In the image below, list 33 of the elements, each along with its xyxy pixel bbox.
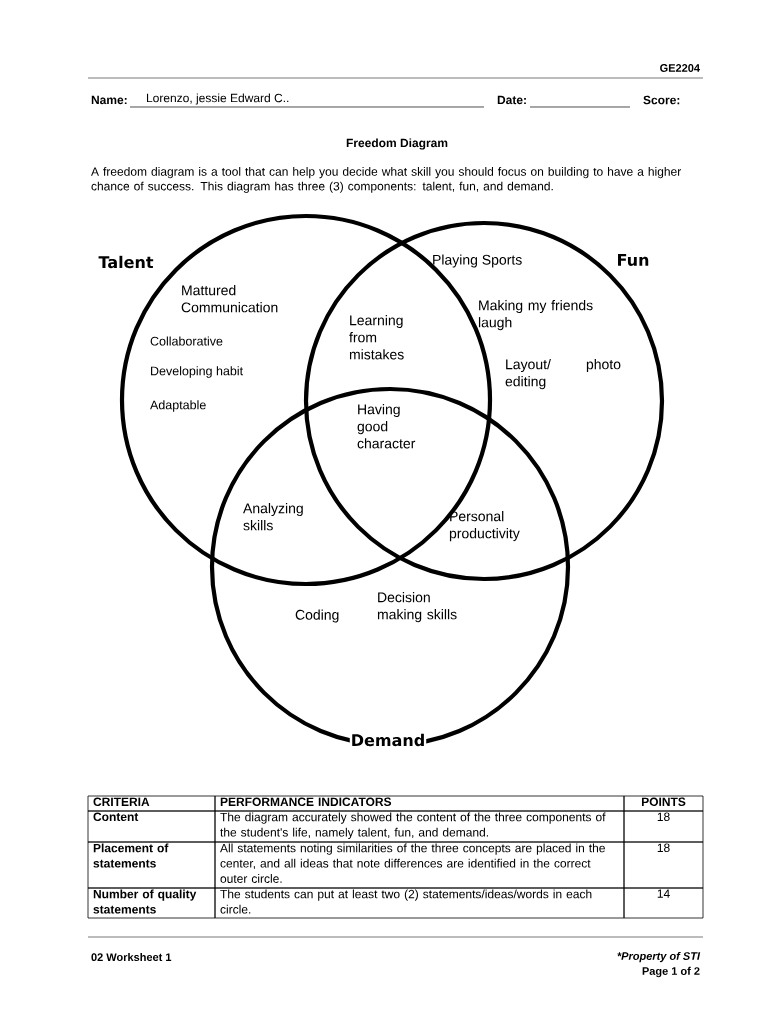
table-header-cell: POINTS	[623, 795, 704, 812]
table-cell: 14	[623, 887, 704, 919]
intro-paragraph: A freedom diagram is a tool that can help you decide what skill you should focus on building to have a higher chance of success. This diagram has three (3) components: talent, fun, and demand.	[91, 167, 681, 193]
table-header-cell: CRITERIA	[87, 795, 216, 812]
item-text: Collaborative	[150, 336, 223, 346]
table-cell: 18	[623, 841, 704, 889]
item-text: Playing Sports	[433, 254, 522, 268]
table-cell: 18	[623, 810, 704, 843]
item-text: Analyzing skills	[243, 503, 303, 531]
footer-text: Page 1 of 2	[642, 966, 700, 978]
field-label: Name:	[91, 95, 127, 105]
table-cell: The diagram accurately showed the content of the three components of the student's life, namely talent, fun, and demand.	[214, 810, 625, 843]
field-label: Date:	[497, 95, 526, 105]
table-cell: Number of quality statements	[87, 887, 216, 919]
item-text: Learning from mistakes	[349, 315, 404, 360]
course-code: GE2204	[660, 64, 700, 72]
table-header-cell: PERFORMANCE INDICATORS	[214, 795, 625, 812]
item-text: Mattured Communication	[181, 285, 278, 313]
name-entry: Lorenzo, jessie Edward C..	[147, 93, 289, 105]
footer-text: *Property of STI	[617, 951, 701, 963]
table-cell: All statements noting similarities of the three concepts are placed in the center, and all ideas that note differences are identified in the correct outer circle.	[214, 841, 625, 889]
item-text: Having good character	[357, 404, 416, 449]
item-text: Decision making skills	[377, 592, 457, 623]
item-text: Making my friends laugh	[478, 300, 593, 331]
table-cell: Placement of statements	[87, 841, 216, 889]
table-cell: The students can put at least two (2) statements/ideas/words in each circle.	[214, 887, 625, 919]
item-text: Coding	[295, 609, 339, 623]
footer-text: 02 Worksheet 1	[91, 953, 172, 962]
title: Freedom Diagram	[346, 138, 448, 150]
field-label: Score:	[643, 95, 680, 105]
item-text: Adaptable	[150, 400, 206, 412]
item-text: Developing habit	[151, 366, 243, 378]
table-cell: Content	[87, 810, 216, 843]
